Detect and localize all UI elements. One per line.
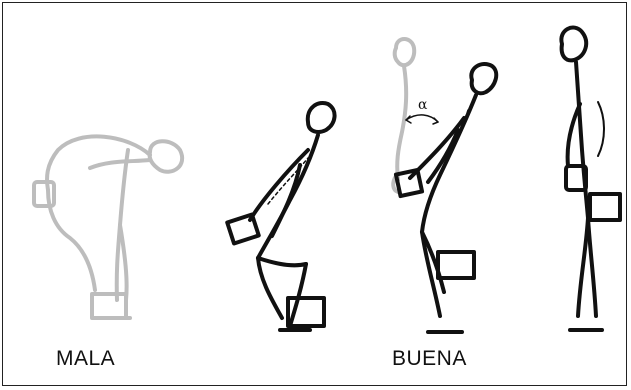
good-posture-lift-ghost — [391, 37, 417, 194]
bad-posture-label: MALA — [56, 347, 116, 370]
good-posture-standing-figure — [559, 25, 622, 332]
good-posture-lift-figure — [393, 61, 499, 334]
angle-indicator — [405, 114, 439, 125]
good-posture-squat-figure — [225, 101, 337, 332]
diagram-frame — [2, 2, 627, 386]
good-posture-label: BUENA — [392, 347, 467, 370]
angle-alpha-label: α — [418, 97, 428, 113]
bad-posture-figure — [32, 134, 184, 320]
